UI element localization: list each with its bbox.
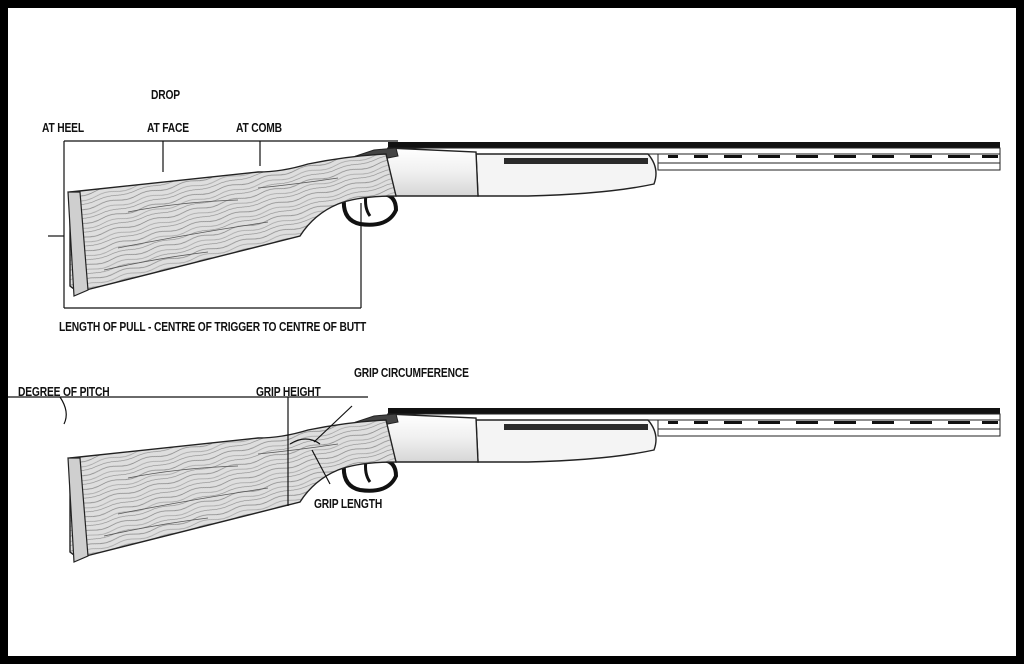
shotgun-stock-diagram <box>8 140 1001 563</box>
at-face-label: AT FACE <box>147 121 189 135</box>
recoil-pad <box>67 191 89 297</box>
stock <box>69 419 397 559</box>
length-of-pull-label: LENGTH OF PULL - CENTRE OF TRIGGER TO CE… <box>59 320 367 334</box>
barrel-vent-rib <box>668 421 998 424</box>
bottom-shotgun <box>8 396 1001 563</box>
stock <box>69 153 397 293</box>
at-heel-label: AT HEEL <box>42 121 84 135</box>
top-shotgun <box>48 140 1001 309</box>
grip-length-label: GRIP LENGTH <box>314 497 383 511</box>
grip-measurement-lines <box>8 396 368 506</box>
recoil-pad <box>67 457 89 563</box>
grip-height-label: GRIP HEIGHT <box>256 385 321 399</box>
degree-of-pitch-label: DEGREE OF PITCH <box>18 385 110 399</box>
diagram-frame: DROP AT HEEL AT FACE AT COMB LENGTH OF P… <box>8 8 1016 656</box>
grip-circumference-label: GRIP CIRCUMFERENCE <box>354 366 469 380</box>
at-comb-label: AT COMB <box>236 121 282 135</box>
forend <box>475 419 657 463</box>
drop-label: DROP <box>151 88 180 102</box>
drop-measurement-lines <box>48 140 398 309</box>
barrel-vent-rib <box>668 155 998 158</box>
forend <box>475 153 657 197</box>
